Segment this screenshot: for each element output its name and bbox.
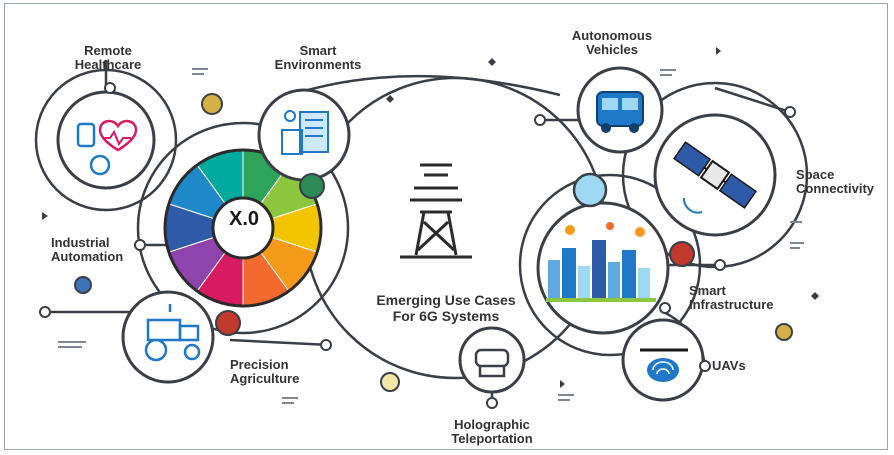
red-dot-infra: [669, 241, 695, 267]
signal-waves-icon: [682, 197, 703, 214]
label-holographic-teleportation: Holographic Teleportation: [432, 418, 552, 446]
center-title-line2: For 6G Systems: [392, 308, 500, 324]
small-dot: [699, 360, 711, 372]
small-dot: [320, 339, 332, 351]
label-line: Healthcare: [74, 57, 142, 72]
decor-dashes: [58, 68, 804, 404]
striped-dot-top: [201, 93, 223, 115]
smart-building-icon: [281, 110, 329, 155]
light-blue-dot: [572, 172, 608, 208]
label-line: Smart: [299, 43, 337, 58]
striped-dot-right: [775, 323, 793, 341]
label-line: Remote: [84, 43, 132, 58]
center-title-line1: Emerging Use Cases: [376, 292, 516, 308]
tractor-icon: [144, 304, 201, 362]
label-line: Smart: [689, 283, 726, 298]
center-title: Emerging Use Cases For 6G Systems: [361, 292, 531, 324]
label-line: Environments: [274, 57, 362, 72]
label-smart-environments: Smart Environments: [270, 44, 366, 72]
label-line: Precision: [230, 357, 289, 372]
label-industrial-automation: Industrial Automation: [51, 236, 123, 264]
red-dot-agri: [215, 310, 241, 336]
precision-agriculture-node: [121, 290, 215, 384]
label-line: Teleportation: [451, 431, 533, 446]
label-line: Vehicles: [585, 42, 639, 57]
label-space-connectivity: Space Connectivity: [796, 168, 874, 196]
space-connector: [714, 86, 791, 114]
label-autonomous-vehicles: Autonomous Vehicles: [564, 29, 660, 57]
blue-dot-left: [74, 276, 92, 294]
label-line: Connectivity: [796, 181, 875, 196]
small-dot: [104, 82, 116, 94]
label-line: Agriculture: [230, 371, 300, 386]
small-dot: [534, 114, 546, 126]
satellite-icon: [672, 141, 758, 209]
hub-label: X.0: [228, 208, 260, 230]
label-smart-infrastructure: Smart Infrastructure: [689, 284, 774, 312]
label-uavs: UAVs: [712, 359, 746, 373]
top-connector: [307, 74, 561, 97]
small-dot: [486, 397, 498, 409]
label-line: Autonomous: [571, 28, 653, 43]
yellow-dot: [380, 372, 400, 392]
small-dot: [134, 239, 146, 251]
hub-center: [211, 196, 275, 260]
decor-dots: [39, 82, 796, 409]
hub-ring: [136, 121, 350, 335]
green-dot: [299, 173, 325, 199]
label-remote-healthcare: Remote Healthcare: [68, 44, 148, 72]
decor-arrows: [42, 47, 819, 388]
label-line: Infrastructure: [689, 297, 774, 312]
drone-icon: [640, 348, 688, 382]
label-precision-agriculture: Precision Agriculture: [230, 358, 299, 386]
small-dot: [714, 259, 726, 271]
label-line: Holographic: [454, 417, 530, 432]
label-line: Space: [796, 167, 835, 182]
bus-icon: [596, 91, 644, 133]
small-dot: [659, 302, 671, 314]
city-skyline-icon: [546, 222, 656, 302]
heart-monitor-icon: [76, 119, 138, 176]
small-dot: [784, 106, 796, 118]
x0-hub-wheel: [163, 148, 323, 308]
label-line: Industrial: [51, 235, 110, 250]
holographic-teleportation-node: [458, 326, 526, 394]
label-line: UAVs: [712, 358, 746, 373]
cell-tower-icon: [400, 163, 472, 259]
vr-headset-icon: [474, 348, 510, 378]
label-line: Automation: [51, 249, 124, 264]
agri-right-connector: [229, 338, 331, 347]
hub-outline: [163, 148, 323, 308]
small-dot: [39, 306, 51, 318]
diagram-frame: [4, 3, 888, 450]
